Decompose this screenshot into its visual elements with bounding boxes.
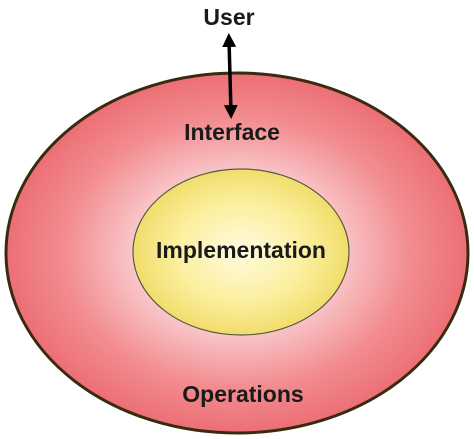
operations-label: Operations xyxy=(182,381,303,407)
implementation-label: Implementation xyxy=(156,237,326,263)
interface-label: Interface xyxy=(184,119,280,145)
user-interface-arrow xyxy=(222,33,238,119)
user-label: User xyxy=(203,4,254,30)
implementation-core-ellipse xyxy=(132,168,350,336)
